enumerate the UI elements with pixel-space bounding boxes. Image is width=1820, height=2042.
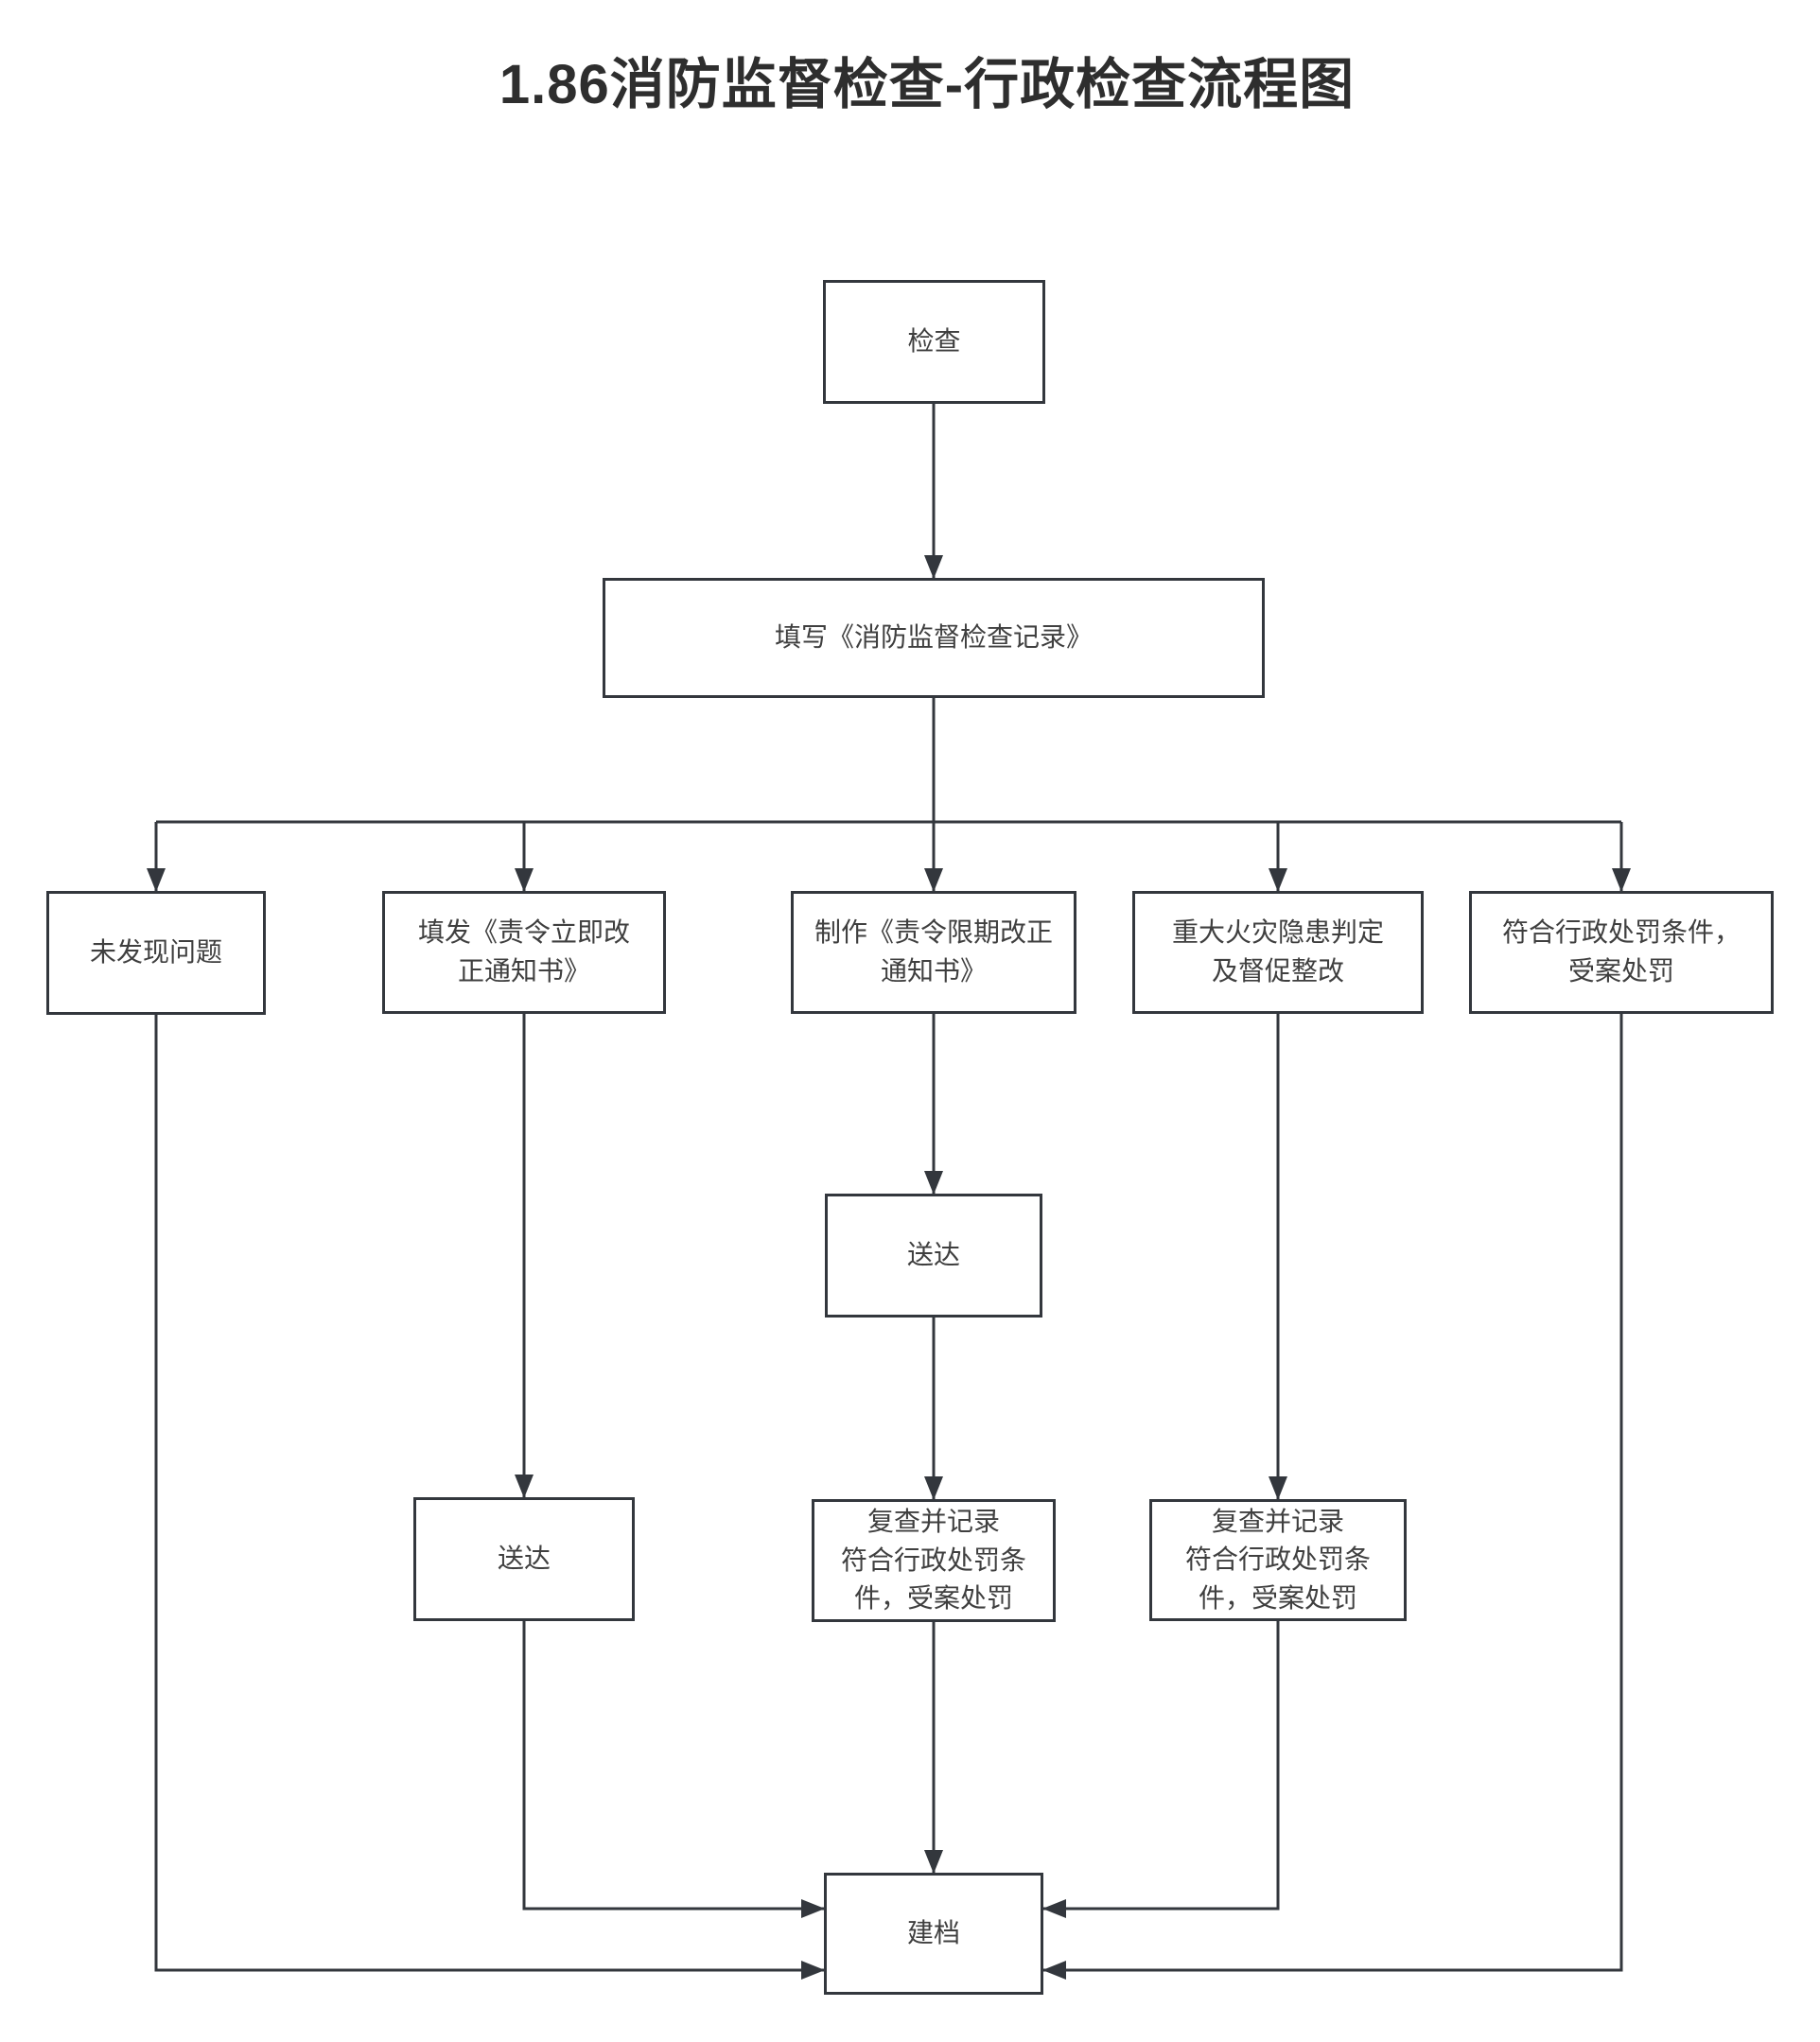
edge-penalty-conditions-to-archive	[1042, 1014, 1623, 1980]
node-recheck-record-middle: 复查并记录 符合行政处罚条 件，受案处罚	[812, 1499, 1056, 1622]
node-deliver-left: 送达	[413, 1497, 635, 1621]
node-major-hazard-judgement: 重大火灾隐患判定 及督促整改	[1132, 891, 1424, 1014]
node-deliver-middle: 送达	[825, 1194, 1042, 1318]
node-recheck-record-right: 复查并记录 符合行政处罚条 件，受案处罚	[1149, 1499, 1407, 1621]
node-archive: 建档	[824, 1873, 1043, 1995]
edge-deliver-left-to-archive	[522, 1621, 825, 1918]
page-title: 1.86消防监督检查-行政检查流程图	[499, 54, 1356, 115]
edge-recheck-right-to-archive	[1042, 1621, 1280, 1918]
node-issue-immediate-correction: 填发《责令立即改 正通知书》	[382, 891, 666, 1014]
edge-no-problem-to-archive	[154, 1015, 825, 1980]
node-inspection: 检查	[823, 280, 1045, 404]
node-make-deadline-correction: 制作《责令限期改正 通知书》	[791, 891, 1076, 1014]
node-meet-penalty-conditions: 符合行政处罚条件， 受案处罚	[1469, 891, 1774, 1014]
node-fill-inspection-record: 填写《消防监督检查记录》	[603, 578, 1265, 698]
node-no-problem-found: 未发现问题	[46, 891, 266, 1015]
